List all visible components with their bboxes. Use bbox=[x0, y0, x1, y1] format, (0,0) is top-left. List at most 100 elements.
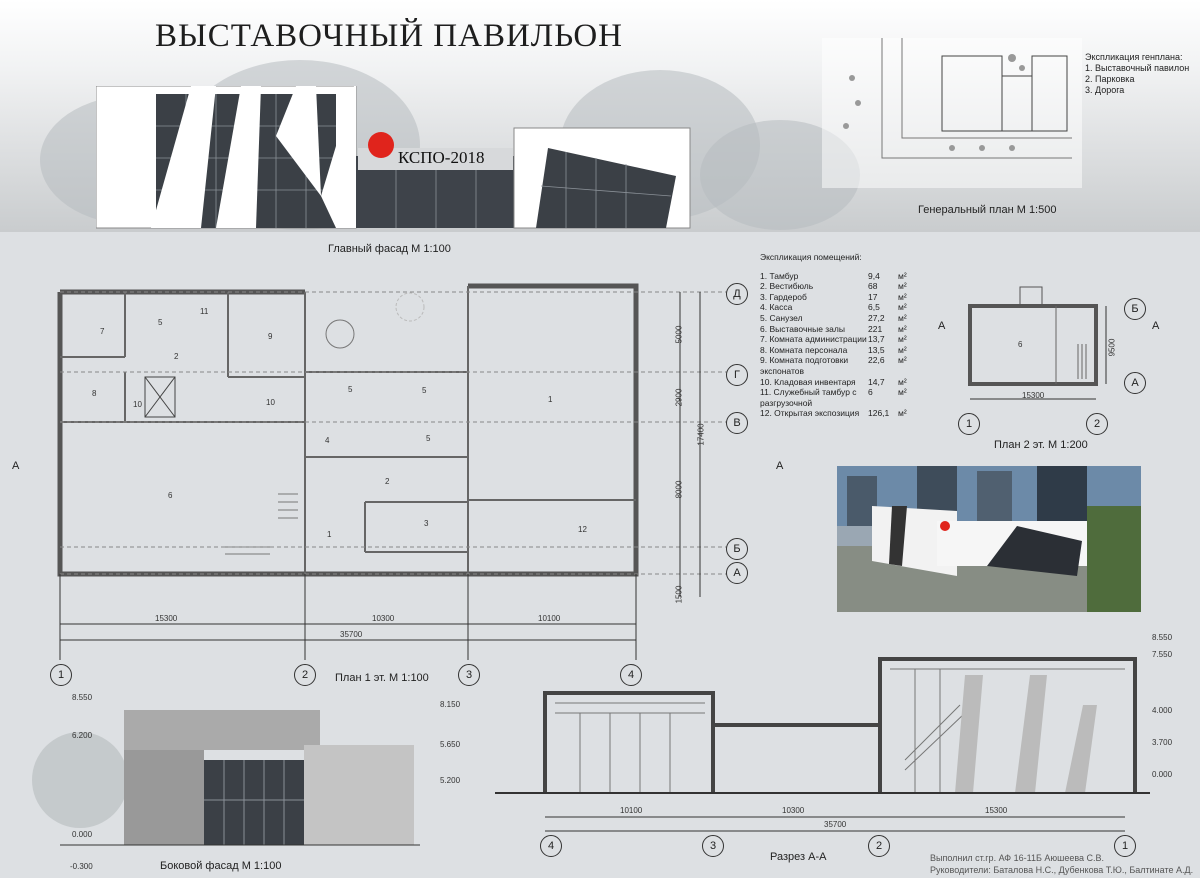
section-mark: А bbox=[938, 320, 946, 332]
room-area: 13,5 bbox=[868, 344, 885, 355]
plan2-axis-1: 1 bbox=[958, 413, 980, 435]
room-number: 2 bbox=[385, 477, 390, 486]
room-legend-row: 12. Открытая экспозиция 126,1 м² bbox=[760, 408, 930, 419]
logo-circle bbox=[368, 132, 394, 158]
room-area: 22,6 bbox=[868, 355, 885, 366]
level-mark: 7.550 bbox=[1152, 650, 1173, 659]
legend-item: 1. Выставочный павилон bbox=[1085, 63, 1190, 73]
col-axis-1: 1 bbox=[50, 664, 72, 686]
room-number: 6 bbox=[168, 491, 173, 500]
credits-line: Выполнил ст.гр. АФ 16-11Б Аюшеева С.В. bbox=[930, 853, 1105, 863]
room-number: 3 bbox=[424, 519, 429, 528]
room-legend-row: 2. Вестибюль 68 м² bbox=[760, 281, 930, 292]
room-name: 2. Вестибюль bbox=[760, 281, 814, 292]
room-area: 6 bbox=[868, 387, 873, 398]
room-area: 14,7 bbox=[868, 376, 885, 387]
section-axis-3: 3 bbox=[702, 835, 724, 857]
room-number: 5 bbox=[426, 434, 431, 443]
room-area: 126,1 bbox=[868, 408, 890, 419]
row-axis-g: Г bbox=[726, 364, 748, 386]
room-number: 8 bbox=[92, 389, 97, 398]
section-axis-4: 4 bbox=[540, 835, 562, 857]
room-number: 1 bbox=[548, 395, 553, 404]
level-mark: 0.000 bbox=[72, 830, 93, 839]
room-legend-row: 4. Касса 6,5 м² bbox=[760, 302, 930, 313]
level-mark: -0.300 bbox=[70, 862, 93, 871]
room-area: 68 bbox=[868, 281, 878, 292]
level-mark: 0.000 bbox=[1152, 770, 1173, 779]
bottom-dim: 10100 bbox=[538, 614, 561, 623]
room-name: 12. Открытая экспозиция bbox=[760, 408, 860, 419]
room-name: 10. Кладовая инвентаря bbox=[760, 376, 856, 387]
room-number: 7 bbox=[100, 327, 105, 336]
room-legend-row: 8. Комната персонала 13,5 м² bbox=[760, 345, 930, 356]
room-name: 11. Служебный тамбур с разгрузочной bbox=[760, 387, 857, 408]
level-mark: 5.650 bbox=[440, 740, 461, 749]
plan2-height: 9500 bbox=[1107, 338, 1117, 357]
room-number: 4 bbox=[325, 436, 330, 445]
section-mark: А bbox=[776, 460, 784, 472]
section-caption: Разрез А-А bbox=[770, 851, 827, 863]
room-unit: м² bbox=[898, 302, 907, 313]
general-plan-caption: Генеральный план М 1:500 bbox=[918, 204, 1057, 216]
section-axis-1: 1 bbox=[1114, 835, 1136, 857]
room-unit: м² bbox=[898, 323, 907, 334]
plan2-caption: План 2 эт. М 1:200 bbox=[994, 439, 1088, 451]
col-axis-2: 2 bbox=[294, 664, 316, 686]
room-name: 3. Гардероб bbox=[760, 291, 807, 302]
room-area: 27,2 bbox=[868, 312, 885, 323]
row-axis-b: Б bbox=[726, 538, 748, 560]
room-name: 1. Тамбур bbox=[760, 270, 799, 281]
room-area: 6,5 bbox=[868, 302, 880, 313]
room-name: 6. Выставочные залы bbox=[760, 323, 845, 334]
main-facade-caption: Главный фасад М 1:100 bbox=[328, 243, 451, 255]
room-number: 5 bbox=[422, 386, 427, 395]
room-area: 9,4 bbox=[868, 270, 880, 281]
level-mark: 6.200 bbox=[72, 731, 93, 740]
plan2-axis-b: Б bbox=[1124, 298, 1146, 320]
general-plan-drawing bbox=[822, 38, 1082, 188]
facade-sign: КСПО-2018 bbox=[398, 148, 485, 167]
room-unit: м² bbox=[898, 312, 907, 323]
bottom-dim: 15300 bbox=[155, 614, 178, 623]
right-dim: 5000 bbox=[674, 325, 684, 344]
room-number: 9 bbox=[268, 332, 273, 341]
room-unit: м² bbox=[898, 408, 907, 419]
section-dim: 10300 bbox=[782, 806, 805, 815]
room-unit: м² bbox=[898, 344, 907, 355]
room-name: 4. Касса bbox=[760, 302, 793, 313]
room-area: 13,7 bbox=[868, 334, 885, 345]
right-total: 17400 bbox=[696, 423, 706, 446]
plan2-width: 15300 bbox=[1022, 391, 1045, 400]
col-axis-3: 3 bbox=[458, 664, 480, 686]
room-number: 12 bbox=[578, 525, 587, 534]
right-dim: 8000 bbox=[674, 480, 684, 499]
room-name: 7. Комната администрации bbox=[760, 334, 867, 345]
legend-item: 2. Парковка bbox=[1085, 74, 1135, 84]
level-mark: 8.550 bbox=[72, 693, 93, 702]
room-name: 8. Комната персонала bbox=[760, 344, 848, 355]
legend-item: 3. Дорога bbox=[1085, 85, 1125, 95]
room-unit: м² bbox=[898, 376, 907, 387]
section-mark: А bbox=[1152, 320, 1160, 332]
right-dim: 2900 bbox=[674, 388, 684, 407]
room-number: 2 bbox=[174, 352, 179, 361]
room-area: 221 bbox=[868, 323, 883, 334]
plan2-room: 6 bbox=[1018, 340, 1023, 349]
level-mark: 4.000 bbox=[1152, 706, 1173, 715]
room-unit: м² bbox=[898, 281, 907, 292]
legend-title: Экспликация генплана: bbox=[1085, 52, 1183, 62]
room-number: 5 bbox=[348, 385, 353, 394]
room-legend-row: 6. Выставочные залы 221 м² bbox=[760, 324, 930, 335]
level-mark: 8.550 bbox=[1152, 633, 1173, 642]
section-drawing bbox=[495, 657, 1150, 832]
credits-line: Руководители: Баталова Н.С., Дубенкова Т… bbox=[930, 865, 1194, 875]
bottom-dim: 10300 bbox=[372, 614, 395, 623]
room-number: 1 bbox=[327, 530, 332, 539]
col-axis-4: 4 bbox=[620, 664, 642, 686]
section-axis-2: 2 bbox=[868, 835, 890, 857]
credits: Выполнил ст.гр. АФ 16-11Б Аюшеева С.В. Р… bbox=[930, 852, 1193, 876]
level-mark: 3.700 bbox=[1152, 738, 1173, 747]
